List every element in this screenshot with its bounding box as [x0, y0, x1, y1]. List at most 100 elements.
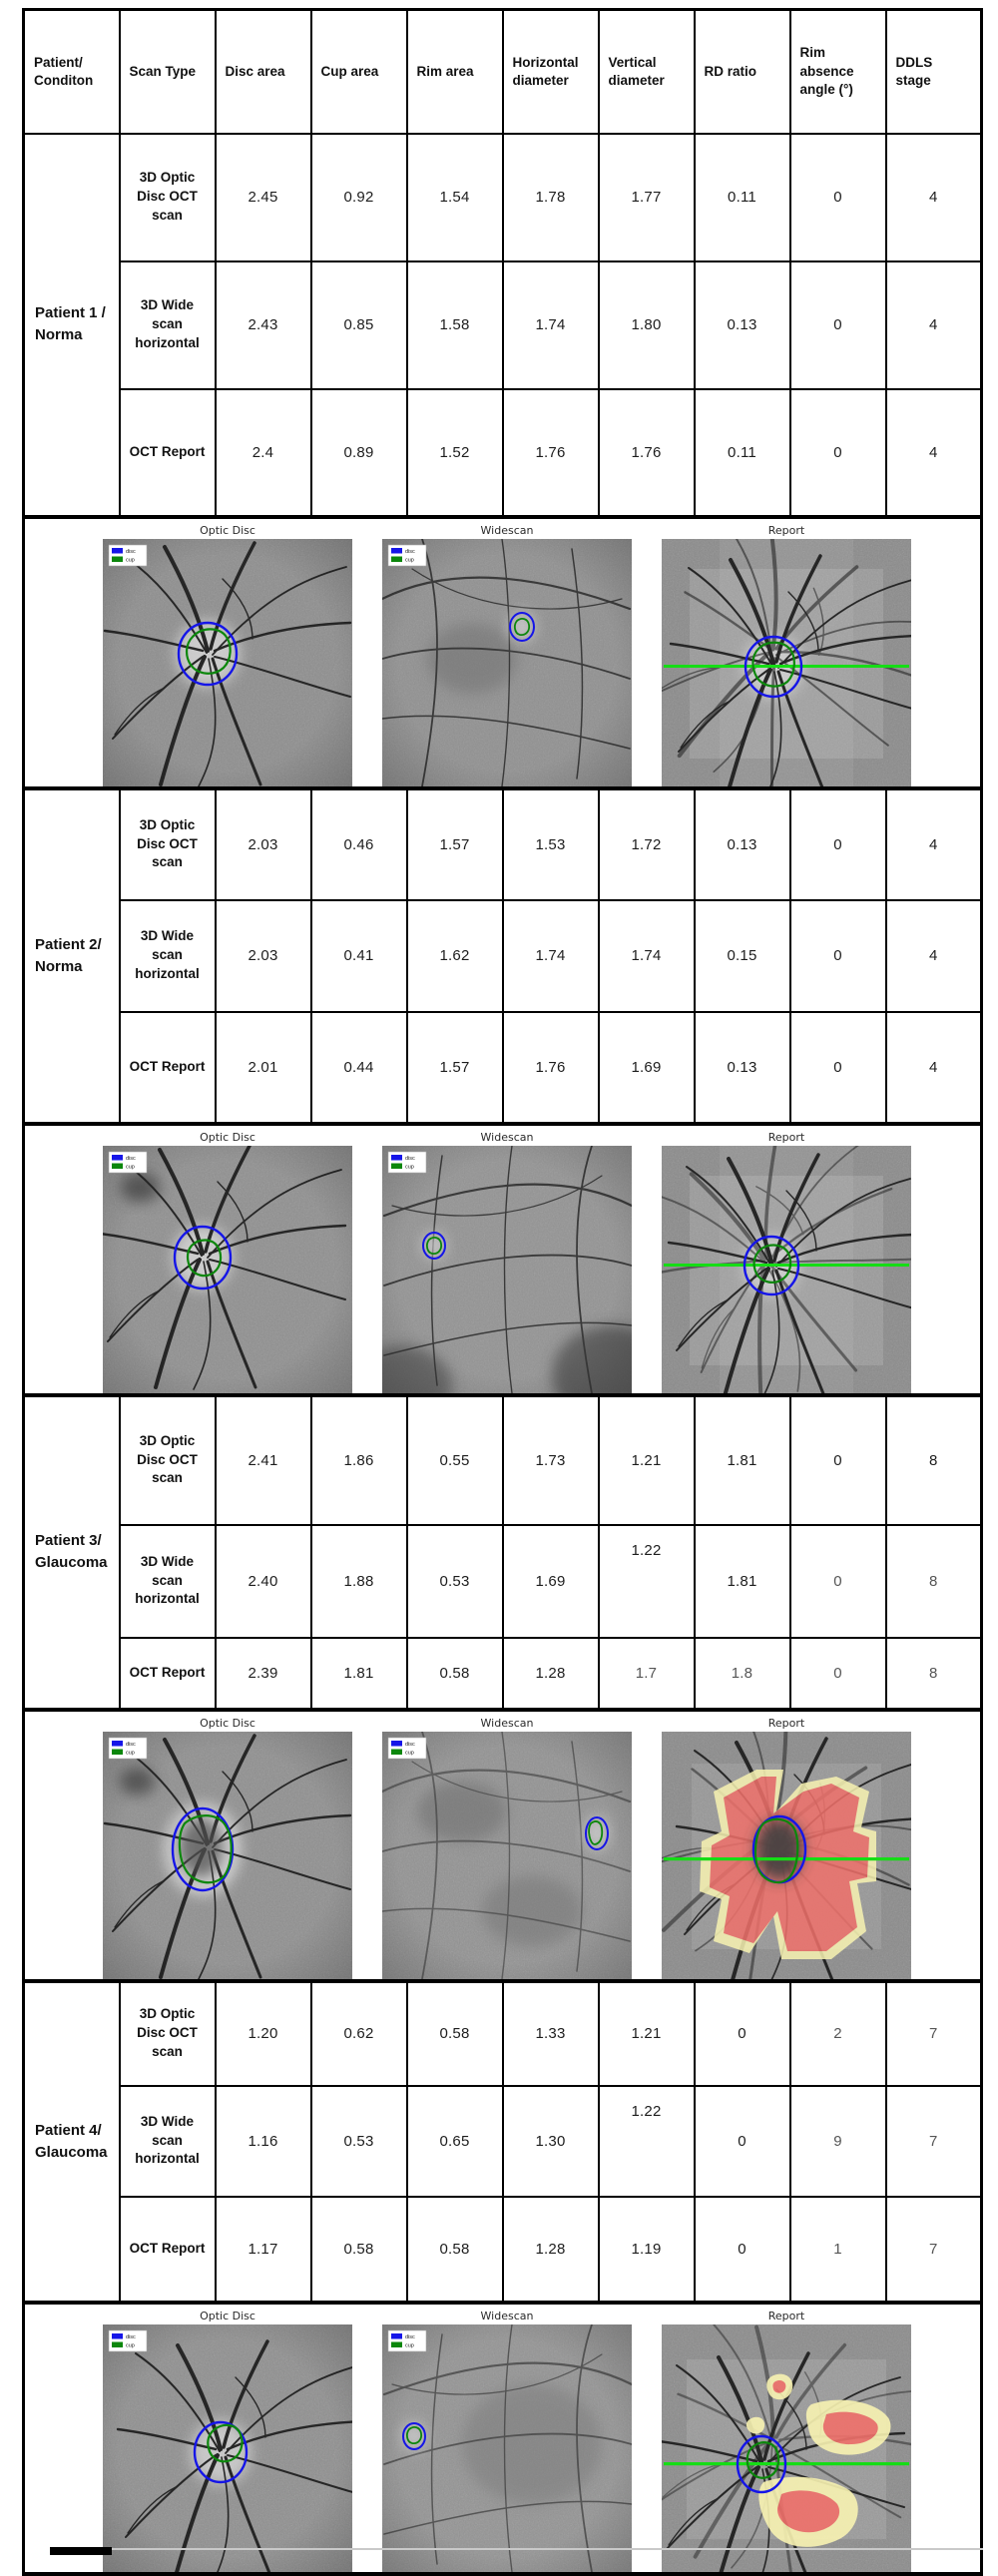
cell-disc-area: 2.03 — [214, 898, 312, 1013]
cup-outline — [186, 627, 232, 675]
cell-rim-absence-angle: 0 — [788, 1523, 887, 1639]
cell-ddls-stage: 8 — [884, 1636, 983, 1711]
legend-disc-swatch — [391, 2332, 402, 2338]
cell-horizontal-diameter: 1.28 — [501, 2195, 600, 2304]
legend-cup-label: cup — [405, 557, 414, 563]
cell-rim-area: 1.57 — [405, 1010, 504, 1125]
figure-title: Optic Disc — [200, 1130, 255, 1144]
cell-cup-area: 0.92 — [309, 132, 408, 262]
cell-horizontal-diameter: 1.53 — [501, 786, 600, 901]
scan-type-cell: 3D Optic Disc OCT scan — [118, 1393, 217, 1526]
cell-cup-area: 0.41 — [309, 898, 408, 1013]
cell-disc-area: 2.39 — [214, 1636, 312, 1711]
fundus-image-widescan: disc cup — [382, 1731, 632, 1977]
cell-rd-ratio: 0.11 — [693, 387, 791, 518]
clipped-next-section-divider — [112, 2548, 983, 2550]
legend-cup-swatch — [391, 1749, 402, 1755]
legend-disc-swatch — [112, 1740, 123, 1746]
col-header-rim-absence-angle: Rim absence angle (°) — [788, 8, 887, 135]
table-row: 3D Wide scan horizontal 2.03 0.41 1.62 1… — [24, 898, 983, 1013]
col-header-horizontal-diameter: Horizontal diameter — [501, 8, 600, 135]
figure-panel-optic-disc: Optic Disc disc — [103, 2309, 352, 2570]
scan-type-cell: 3D Optic Disc OCT scan — [118, 132, 217, 262]
cell-disc-area: 2.41 — [214, 1393, 312, 1526]
cell-rim-absence-angle: 2 — [788, 1979, 887, 2087]
figure-strip-patient-2: Optic Disc disc — [22, 1121, 983, 1397]
cell-rim-area: 1.52 — [405, 387, 504, 518]
cell-cup-area: 0.58 — [309, 2195, 408, 2304]
cell-ddls-stage: 4 — [884, 387, 983, 518]
cell-disc-area: 1.16 — [214, 2084, 312, 2198]
table-row: OCT Report 1.17 0.58 0.58 1.28 1.19 0 1 … — [24, 2195, 983, 2304]
legend-cup-label: cup — [405, 1750, 414, 1756]
fundus-image-report — [662, 1731, 911, 1977]
legend-disc-swatch — [391, 1154, 402, 1160]
cell-rim-absence-angle: 9 — [788, 2084, 887, 2198]
cell-disc-area: 2.03 — [214, 786, 312, 901]
fundus-image-widescan: disc cup — [382, 2323, 632, 2570]
disc-outline — [171, 1806, 235, 1891]
cell-horizontal-diameter: 1.76 — [501, 387, 600, 518]
legend-cup-label: cup — [126, 557, 135, 563]
cup-outline — [751, 641, 795, 688]
cup-outline — [186, 1238, 223, 1277]
scan-type-cell: 3D Wide scan horizontal — [118, 259, 217, 390]
figure-title: Report — [767, 1130, 805, 1144]
col-header-scan-type: Scan Type — [118, 8, 217, 135]
figure-title: Optic Disc — [200, 523, 255, 537]
cell-disc-area: 2.01 — [214, 1010, 312, 1125]
cup-outline — [746, 2440, 780, 2479]
fundus-image-report — [662, 1145, 911, 1391]
cell-cup-area: 0.46 — [309, 786, 408, 901]
legend-disc-label: disc — [405, 549, 415, 555]
scan-line — [664, 1263, 909, 1267]
cell-vertical-diameter: 1.21 — [597, 1393, 696, 1526]
legend-disc-swatch — [391, 1740, 402, 1746]
cell-rd-ratio: 1.81 — [693, 1523, 791, 1639]
cell-rim-area: 0.58 — [405, 1979, 504, 2087]
cell-horizontal-diameter: 1.33 — [501, 1979, 600, 2087]
figure-title: Report — [767, 523, 805, 537]
cell-vertical-diameter: 1.76 — [597, 387, 696, 518]
disc-outline — [736, 2434, 787, 2493]
cup-outline — [513, 617, 531, 636]
cell-rd-ratio: 0 — [693, 1979, 791, 2087]
table-row: OCT Report 2.4 0.89 1.52 1.76 1.76 0.11 … — [24, 387, 983, 518]
disc-outline — [193, 2420, 249, 2483]
cell-horizontal-diameter: 1.76 — [501, 1010, 600, 1125]
col-header-disc-area: Disc area — [214, 8, 312, 135]
legend-disc-label: disc — [126, 549, 136, 555]
cell-horizontal-diameter: 1.69 — [501, 1523, 600, 1639]
cell-rd-ratio: 0.13 — [693, 786, 791, 901]
cell-rd-ratio: 1.81 — [693, 1393, 791, 1526]
cell-vertical-diameter: 1.80 — [597, 259, 696, 390]
legend-cup-swatch — [112, 1749, 123, 1755]
cup-outline — [753, 1817, 799, 1883]
table-row: Patient 2/ Norma 3D Optic Disc OCT scan … — [22, 786, 983, 1125]
cell-disc-area: 2.45 — [214, 132, 312, 262]
cell-horizontal-diameter: 1.28 — [501, 1636, 600, 1711]
figure-panel-report: Report — [662, 523, 911, 784]
figure-title: Report — [767, 2309, 805, 2322]
figure-panel-optic-disc: Optic Disc disc — [103, 1716, 352, 1977]
cell-rim-area: 0.55 — [405, 1393, 504, 1526]
cell-ddls-stage: 4 — [884, 1010, 983, 1125]
cell-ddls-stage: 7 — [884, 2195, 983, 2304]
rnfl-defect-overlay — [746, 2373, 891, 2547]
figure-legend: disc cup — [387, 1737, 427, 1759]
col-header-patient: Patient/ Conditon — [22, 8, 121, 135]
legend-disc-swatch — [112, 1154, 123, 1160]
cell-rim-absence-angle: 0 — [788, 259, 887, 390]
legend-cup-swatch — [112, 556, 123, 562]
cell-horizontal-diameter: 1.73 — [501, 1393, 600, 1526]
cell-cup-area: 1.88 — [309, 1523, 408, 1639]
fundus-image-report — [662, 538, 911, 784]
patient-1-label: Patient 1 / Norma — [22, 132, 121, 518]
cell-rim-absence-angle: 0 — [788, 1010, 887, 1125]
cell-vertical-diameter: 1.77 — [597, 132, 696, 262]
figure-panel-report: Report — [662, 2309, 911, 2570]
figure-title: Report — [767, 1716, 805, 1730]
cup-outline — [588, 1819, 604, 1845]
cell-vertical-diameter: 1.21 — [597, 1979, 696, 2087]
header-row: Patient/ Conditon Scan Type Disc area Cu… — [22, 8, 983, 135]
